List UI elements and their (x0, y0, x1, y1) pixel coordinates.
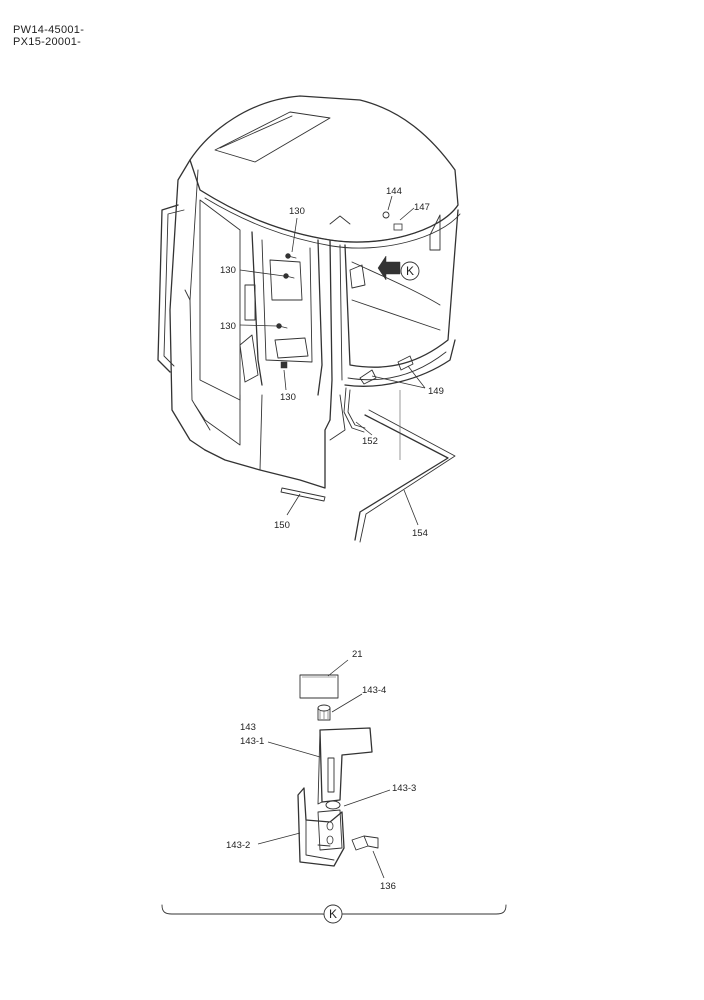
callout-150: 150 (274, 520, 290, 531)
callout-143-2: 143-2 (226, 840, 250, 851)
leader-lines-upper (239, 195, 426, 526)
callout-143: 143 (240, 722, 256, 733)
callout-130-mid: 130 (220, 265, 236, 276)
view-k-letter-bottom: K (329, 907, 337, 921)
view-k-marker-bottom (323, 904, 343, 924)
callout-144: 144 (386, 186, 402, 197)
callout-136: 136 (380, 881, 396, 892)
detail-k-bracket: K (161, 674, 507, 924)
serial-range-1: PW14-45001- (13, 24, 85, 36)
view-k-letter-top: K (406, 264, 414, 278)
serial-range-2: PX15-20001- (13, 36, 82, 48)
callout-130-lower: 130 (220, 321, 236, 332)
callout-154: 154 (412, 528, 428, 539)
callout-152: 152 (362, 436, 378, 447)
fasteners (276, 211, 414, 385)
callout-143-4: 143-4 (362, 685, 386, 696)
callout-21: 21 (352, 649, 363, 660)
leader-lines-lower (257, 659, 391, 879)
callout-149: 149 (428, 386, 444, 397)
callout-143-3: 143-3 (392, 783, 416, 794)
callout-147: 147 (414, 202, 430, 213)
view-k-marker-top (400, 261, 420, 281)
callout-143-1: 143-1 (240, 736, 264, 747)
callout-130-bottom: 130 (280, 392, 296, 403)
seal-parts (280, 387, 456, 543)
callout-130-top: 130 (289, 206, 305, 217)
cab-assembly: K (157, 95, 461, 489)
